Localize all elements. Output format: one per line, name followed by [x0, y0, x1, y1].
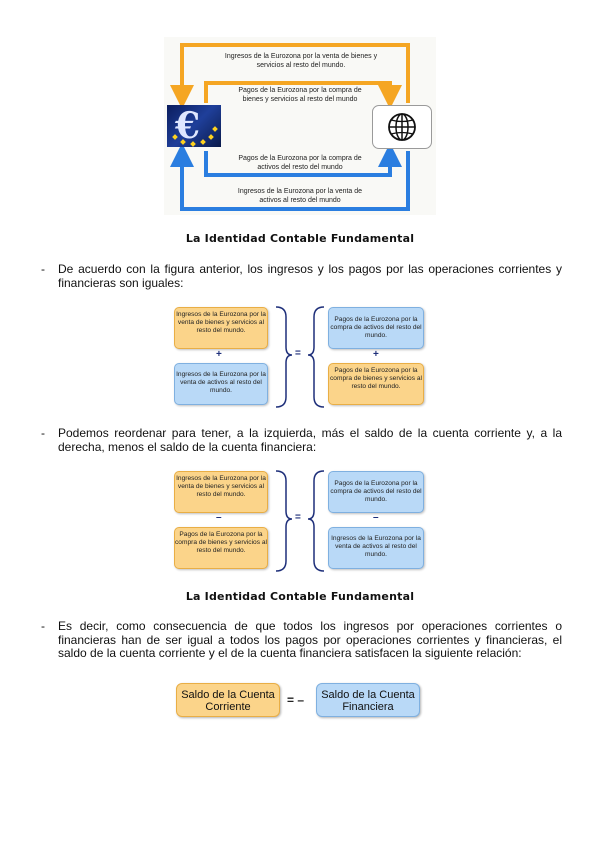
star-icon	[200, 139, 206, 145]
star-icon	[208, 134, 214, 140]
financial-account-box: Saldo de la Cuenta Financiera	[316, 683, 420, 717]
income-assets-box: Ingresos de la Eurozona por la venta de …	[328, 527, 424, 569]
braces	[275, 306, 325, 408]
bullet-dash: -	[41, 426, 45, 440]
minus-operator: –	[216, 512, 222, 523]
payments-goods-box: Pagos de la Eurozona por la compra de bi…	[328, 363, 424, 405]
bullet-dash: -	[41, 619, 45, 633]
label-payments-goods: Pagos de la Eurozona por la compra de bi…	[238, 87, 362, 103]
flow-arrows	[170, 43, 410, 211]
paragraph-text: Es decir, como consecuencia de que todos…	[58, 619, 562, 660]
eurozone-image: €	[167, 105, 221, 147]
world-globe-icon	[372, 105, 432, 149]
payments-assets-box: Pagos de la Eurozona por la compra de ac…	[328, 307, 424, 349]
identity-diagram-1: Ingresos de la Eurozona por la venta de …	[170, 303, 432, 411]
plus-operator: +	[216, 349, 222, 360]
figure-caption: La Identidad Contable Fundamental	[185, 232, 415, 245]
label-income-goods: Ingresos de la Eurozona por la venta de …	[224, 53, 378, 69]
current-account-box: Saldo de la Cuenta Corriente	[176, 683, 280, 717]
payments-goods-box: Pagos de la Eurozona por la compra de bi…	[174, 527, 268, 569]
paragraph-3: - Es decir, como consecuencia de que tod…	[41, 619, 562, 661]
income-goods-box: Ingresos de la Eurozona por la venta de …	[174, 307, 268, 349]
euro-flow-diagram: Ingresos de la Eurozona por la venta de …	[164, 37, 436, 215]
star-icon	[212, 126, 218, 132]
label-income-assets: Ingresos de la Eurozona por la venta de …	[237, 188, 363, 204]
income-goods-box: Ingresos de la Eurozona por la venta de …	[174, 471, 268, 513]
payments-assets-box: Pagos de la Eurozona por la compra de ac…	[328, 471, 424, 513]
paragraph-2: - Podemos reordenar para tener, a la izq…	[41, 426, 562, 454]
balance-relation-diagram: Saldo de la Cuenta Corriente = – Saldo d…	[172, 680, 426, 722]
identity-diagram-2: Ingresos de la Eurozona por la venta de …	[170, 467, 432, 575]
paragraph-text: Podemos reordenar para tener, a la izqui…	[58, 426, 562, 454]
minus-operator: –	[373, 512, 379, 523]
paragraph-text: De acuerdo con la figura anterior, los i…	[58, 262, 562, 290]
bullet-dash: -	[41, 262, 45, 276]
equals-minus-sign: = –	[287, 693, 305, 707]
braces	[275, 470, 325, 572]
income-assets-box: Ingresos de la Eurozona por la venta de …	[174, 363, 268, 405]
label-payments-assets: Pagos de la Eurozona por la compra de ac…	[238, 155, 362, 171]
euro-symbol: €	[175, 105, 201, 147]
equals-sign: =	[295, 348, 301, 359]
plus-operator: +	[373, 349, 379, 360]
equals-sign: =	[295, 512, 301, 523]
paragraph-1: - De acuerdo con la figura anterior, los…	[41, 262, 562, 290]
figure-caption: La Identidad Contable Fundamental	[185, 590, 415, 603]
